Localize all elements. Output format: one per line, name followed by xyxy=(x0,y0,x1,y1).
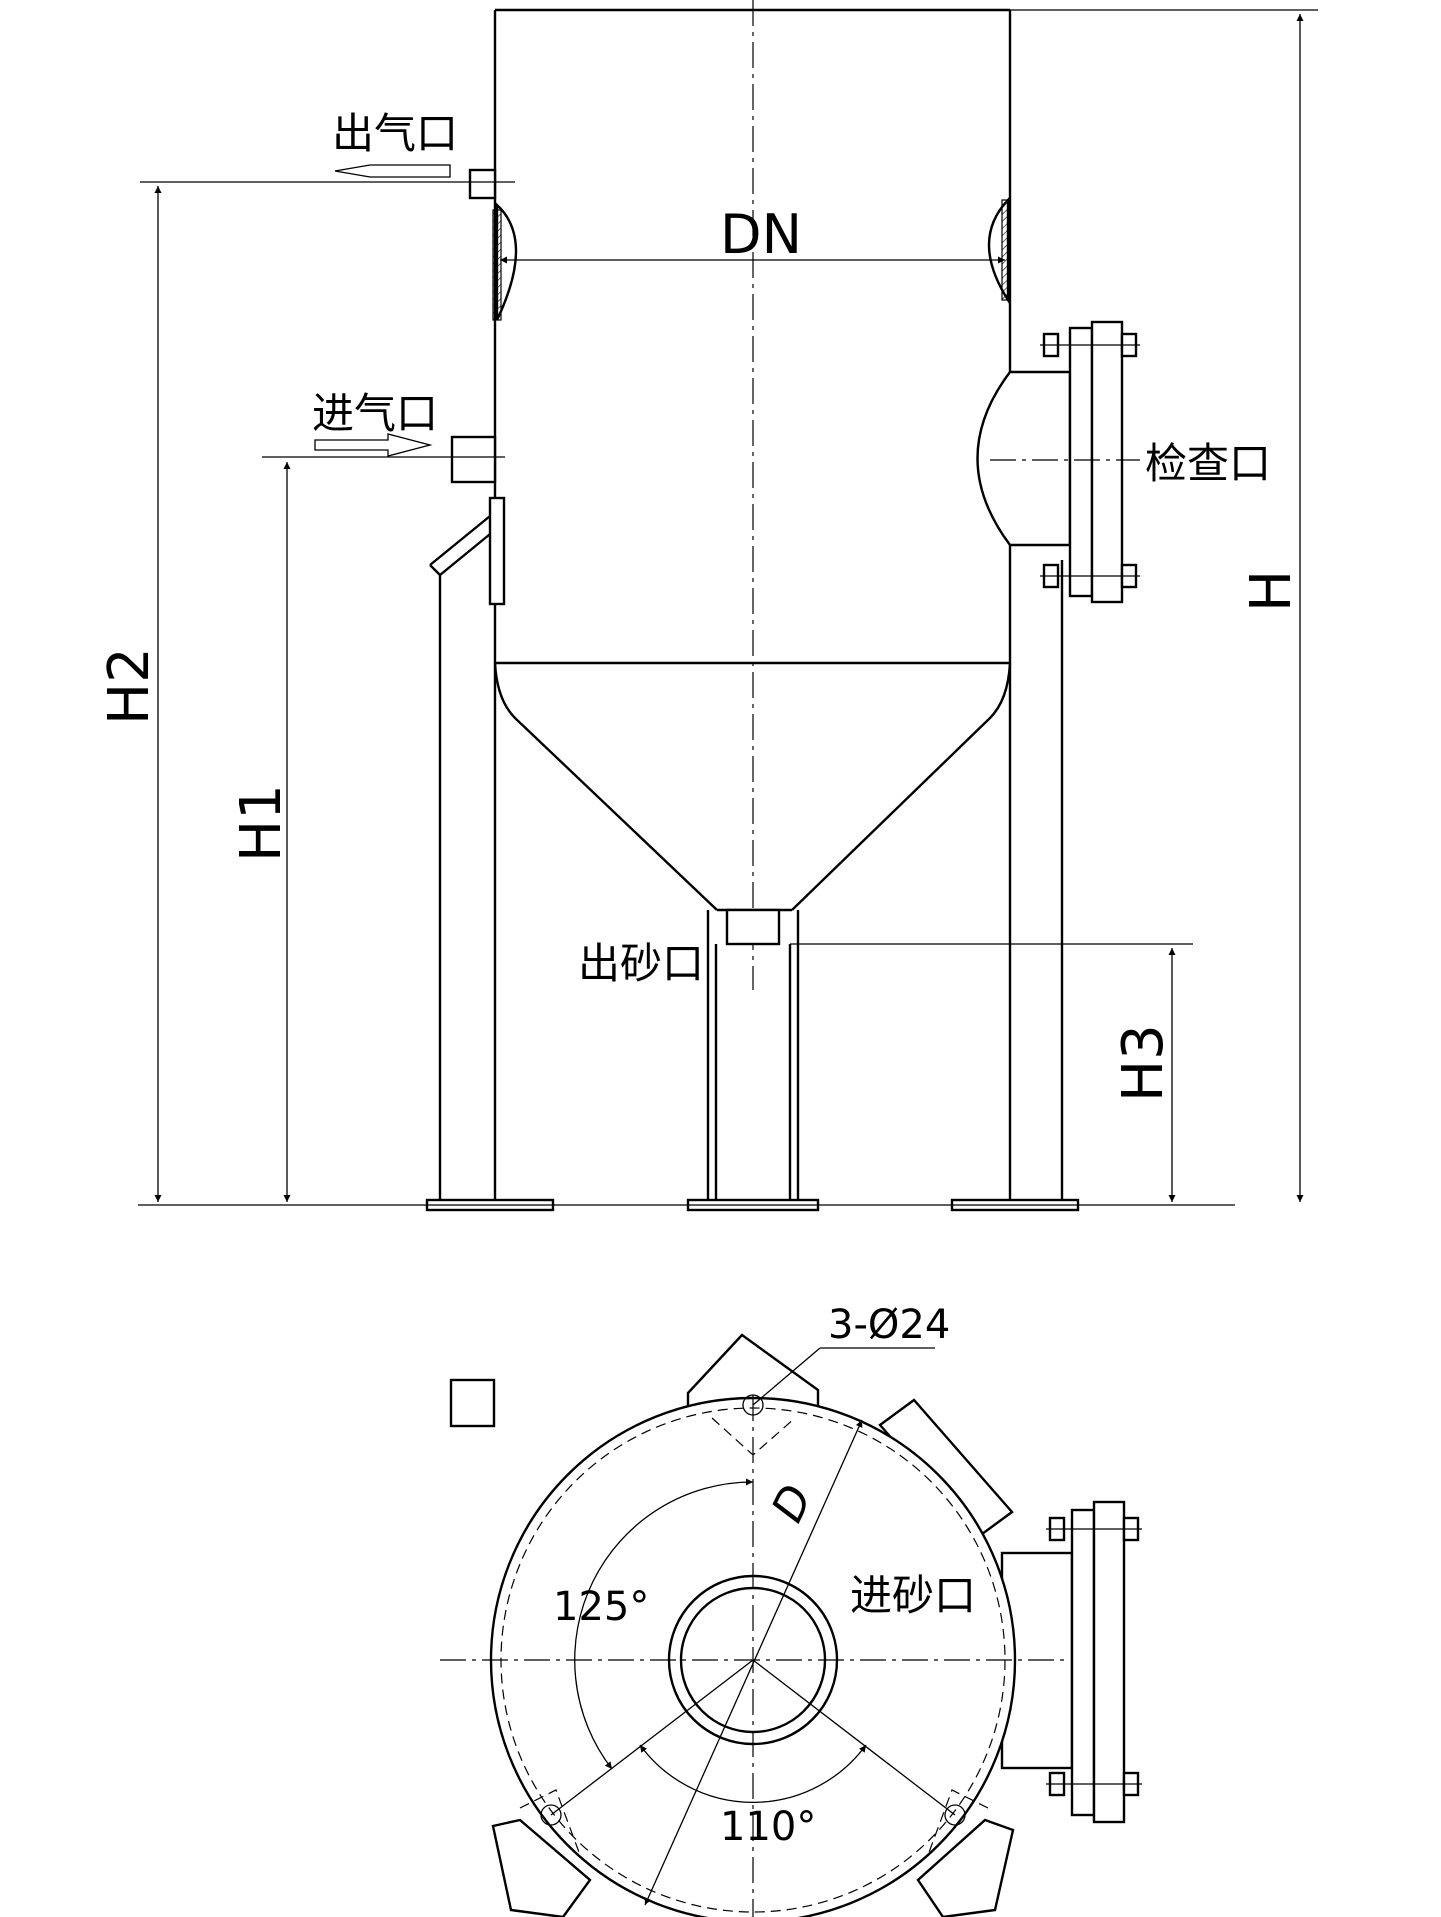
sand-outlet-nozzle xyxy=(725,908,781,946)
inspection-port: 检查口 xyxy=(976,320,1271,604)
middle-leg xyxy=(686,910,820,1212)
h1-dimension-label: H1 xyxy=(229,784,294,862)
dimension-h2: H2 xyxy=(97,186,1235,1206)
dimension-h1: H1 xyxy=(229,462,294,1202)
left-leg xyxy=(425,496,555,1212)
sand-inlet-label: 进砂口 xyxy=(850,1571,976,1620)
plan-view: D 125° 110° 进砂口 3-Ø24 xyxy=(440,1302,1142,1917)
dimension-h3: H3 xyxy=(790,943,1193,1202)
dimension-h: H xyxy=(1010,9,1318,1202)
angle-125-label: 125° xyxy=(553,1584,649,1630)
gas-outlet-label: 出气口 xyxy=(332,109,458,158)
gas-inlet-label: 进气口 xyxy=(312,389,438,438)
h2-dimension-label: H2 xyxy=(97,647,162,725)
plan-bracket-bottom-left xyxy=(491,1818,592,1917)
plan-bracket-bottom-right xyxy=(916,1818,1015,1917)
angle-110-label: 110° xyxy=(720,1804,816,1850)
inspection-port-label: 检查口 xyxy=(1145,439,1271,488)
dn-dimension-label: DN xyxy=(720,203,802,266)
gas-inlet: 进气口 xyxy=(262,389,505,484)
bolt-hole xyxy=(944,1804,966,1826)
holes-label: 3-Ø24 xyxy=(828,1302,950,1348)
bolt-hole xyxy=(540,1804,562,1826)
plan-inspection-flange xyxy=(1000,1500,1142,1824)
plan-gas-stub xyxy=(449,1378,496,1428)
h3-dimension-label: H3 xyxy=(1111,1024,1176,1102)
h-dimension-label: H xyxy=(1239,570,1304,612)
gas-outlet: 出气口 xyxy=(140,109,515,200)
elevation-view: DN 出气口 进气口 检查口 xyxy=(97,0,1318,1212)
sand-outlet-label: 出砂口 xyxy=(578,939,704,988)
right-leg xyxy=(950,560,1080,1212)
